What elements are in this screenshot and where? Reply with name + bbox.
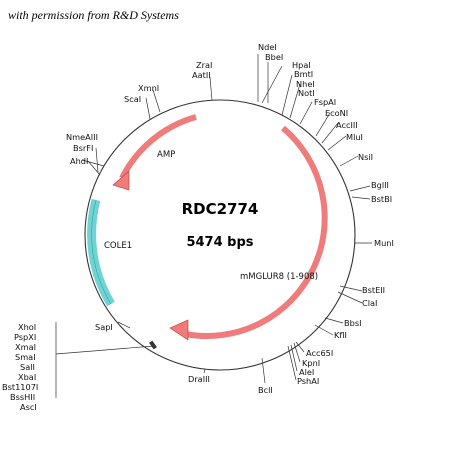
cole1-feature-outline — [91, 199, 112, 305]
feature-label-mmglur8: mMGLUR8 (1-908) — [240, 272, 318, 282]
mcs-marker — [55, 322, 157, 398]
site-label: BsrFI — [73, 143, 93, 153]
site-label: Acc65I — [306, 348, 333, 358]
site-label: BclI — [258, 385, 273, 395]
amp-arrow-head — [112, 170, 130, 191]
site-label: ScaI — [124, 94, 141, 104]
amp-arrow-body — [119, 114, 197, 180]
site-label: EcoNI — [325, 108, 348, 118]
site-label: NotI — [298, 88, 315, 98]
site-label: BstEII — [362, 285, 385, 295]
site-label: FspAI — [314, 97, 336, 107]
site-label: KpnI — [302, 358, 320, 368]
site-label: Bst1107I — [2, 382, 38, 392]
site-label: MluI — [346, 132, 363, 142]
site-label: BglII — [371, 180, 389, 190]
site-label: AleI — [299, 367, 314, 377]
site-label: KflI — [334, 330, 347, 340]
site-label: SapI — [95, 322, 113, 332]
permission-note: with permission from R&D Systems — [8, 8, 179, 22]
mmglur8-arrow-body — [184, 125, 328, 339]
plasmid-backbone — [84, 99, 356, 371]
cole1-feature-block — [87, 198, 115, 307]
site-label: NdeI — [258, 42, 277, 52]
site-label: BstBI — [371, 194, 392, 204]
site-label: PspXI — [14, 332, 36, 342]
site-label: NheI — [296, 79, 315, 89]
site-label: BbsI — [344, 318, 362, 328]
site-label: NsiI — [358, 152, 373, 162]
site-label: XhoI — [18, 322, 36, 332]
site-label: ZraI — [196, 60, 212, 70]
site-label: NmeAIII — [66, 132, 98, 142]
site-leader-lines — [55, 54, 372, 384]
site-label: DraIII — [188, 374, 210, 384]
site-label: AatII — [192, 70, 211, 80]
site-label: PshAI — [297, 376, 319, 386]
site-label: BssHII — [10, 392, 35, 402]
plasmid-size: 5474 bps — [186, 235, 253, 250]
mmglur8-arrow-head — [169, 319, 189, 341]
site-label: SalI — [20, 362, 35, 372]
site-label: XbaI — [18, 372, 36, 382]
site-label: SmaI — [15, 352, 36, 362]
site-label: BmtI — [294, 69, 313, 79]
site-label: XmnI — [138, 83, 159, 93]
site-label: AhdI — [70, 156, 88, 166]
site-label: ClaI — [362, 298, 377, 308]
site-label: XmaI — [15, 342, 36, 352]
feature-label-cole1: COLE1 — [104, 241, 132, 251]
feature-label-amp: AMP — [157, 150, 175, 160]
site-label: AscI — [20, 402, 37, 412]
site-label: MunI — [374, 238, 394, 248]
site-label: HpaI — [292, 60, 311, 70]
site-label: BbeI — [265, 52, 283, 62]
restriction-site-labels: NdeI BbeI HpaI BmtI NheI NotI FspAI EcoN… — [2, 42, 394, 412]
site-label: AccIII — [336, 120, 358, 130]
plasmid-name: RDC2774 — [182, 200, 259, 218]
